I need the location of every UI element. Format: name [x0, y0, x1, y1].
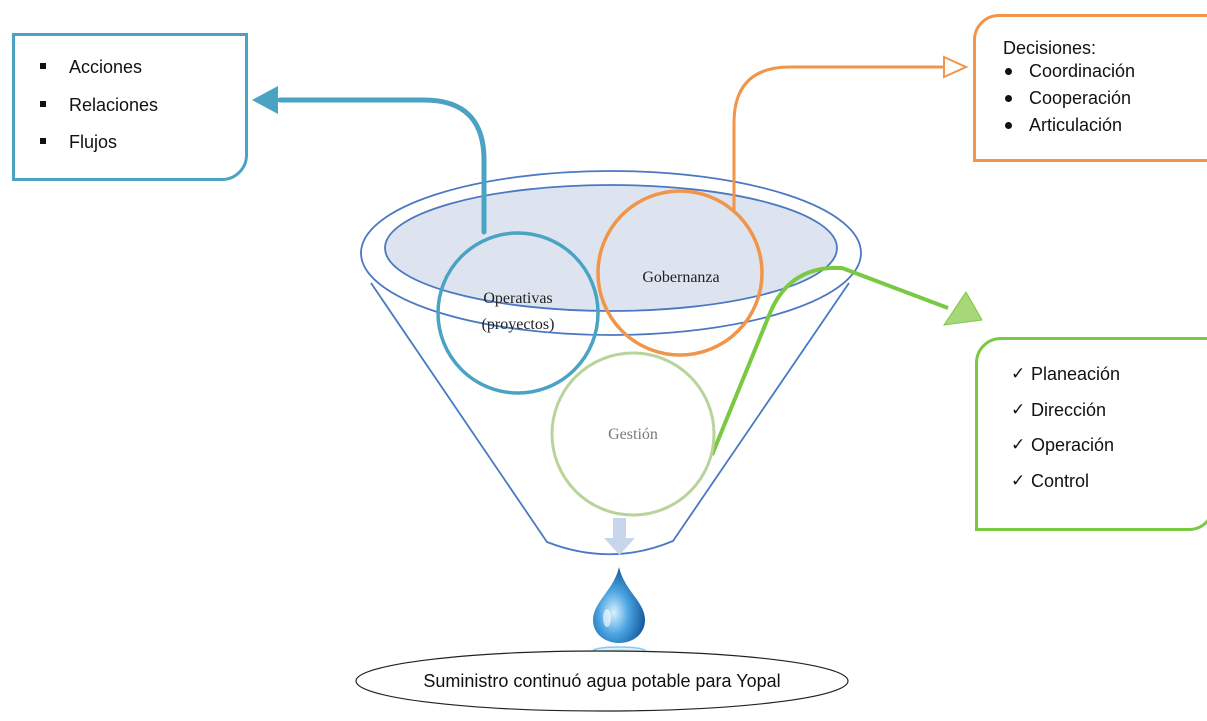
list-item-label: Operación — [1031, 435, 1115, 455]
gobernanza-label: Gobernanza — [642, 269, 720, 286]
gestion-label: Gestión — [608, 426, 658, 443]
bottom-right-box-list: ✓Planeación ✓Dirección ✓Operación ✓Contr… — [1011, 363, 1207, 505]
list-item: Cooperación — [1003, 86, 1207, 113]
water-drop-icon — [575, 567, 663, 660]
round-bullet-icon — [1005, 122, 1012, 129]
left-box-list: Acciones Relaciones Flujos — [37, 56, 245, 169]
funnel — [360, 170, 862, 556]
down-arrow-icon — [604, 518, 635, 555]
list-item: Flujos — [37, 131, 245, 169]
list-item-label: Articulación — [1029, 115, 1123, 135]
list-item-label: Acciones — [69, 57, 143, 77]
connector-gobernanza — [732, 55, 969, 212]
list-item: ✓ Planeación — [1011, 363, 1207, 399]
top-right-box: Decisiones: Coordinación Cooperación Art… — [973, 14, 1207, 162]
list-item-label: Cooperación — [1029, 88, 1132, 108]
list-item: Articulación — [1003, 113, 1207, 140]
list-item-label: Flujos — [69, 132, 118, 152]
connector-gestion — [710, 265, 983, 456]
list-item-label: Planeación — [1031, 364, 1121, 384]
arrowhead-right — [942, 291, 983, 326]
checkmark-icon: ✓ — [1011, 399, 1026, 419]
circle-operativas — [436, 231, 600, 395]
connector-operativas — [252, 86, 487, 235]
funnel-rim-inner — [384, 184, 838, 312]
circle-gobernanza — [596, 189, 764, 357]
square-bullet-icon — [40, 100, 46, 107]
arrowhead-top-right — [943, 55, 969, 79]
square-bullet-icon — [40, 138, 46, 144]
checkmark-icon: ✓ — [1011, 470, 1026, 490]
round-bullet-icon — [1005, 95, 1012, 102]
left-box: Acciones Relaciones Flujos — [12, 33, 248, 181]
operativas-line1: Operativas — [483, 290, 553, 307]
operativas-line2: (proyectos) — [481, 316, 555, 333]
outcome-ellipse — [355, 650, 849, 712]
list-item-label: Control — [1031, 470, 1090, 491]
round-bullet-icon — [1005, 68, 1012, 75]
arrowhead-left — [252, 86, 278, 114]
list-item: Coordinación — [1003, 59, 1207, 86]
bottom-right-box: ✓Planeación ✓Dirección ✓Operación ✓Contr… — [975, 337, 1207, 531]
list-item: Acciones — [37, 56, 245, 94]
list-item-label: Relaciones — [69, 94, 159, 115]
checkmark-icon: ✓ — [1011, 435, 1026, 454]
funnel-body — [370, 282, 850, 556]
decisions-heading: Decisiones: — [1003, 38, 1097, 58]
funnel-rim-outer — [360, 170, 862, 336]
square-bullet-icon — [40, 63, 46, 69]
list-item: ✓Dirección — [1011, 399, 1207, 435]
list-item-label: Coordinación — [1029, 61, 1136, 81]
checkmark-icon: ✓ — [1011, 364, 1026, 383]
list-item-label: Dirección — [1031, 399, 1107, 420]
list-item: Relaciones — [37, 94, 245, 132]
operativas-label: Operativas (proyectos) — [438, 286, 598, 338]
list-item: ✓Control — [1011, 470, 1207, 506]
top-right-box-list: Coordinación Cooperación Articulación — [1003, 59, 1207, 140]
list-item: ✓ Operación — [1011, 434, 1207, 470]
circle-gestion — [550, 351, 716, 517]
outcome-label: Suministro continuó agua potable para Yo… — [423, 670, 781, 691]
